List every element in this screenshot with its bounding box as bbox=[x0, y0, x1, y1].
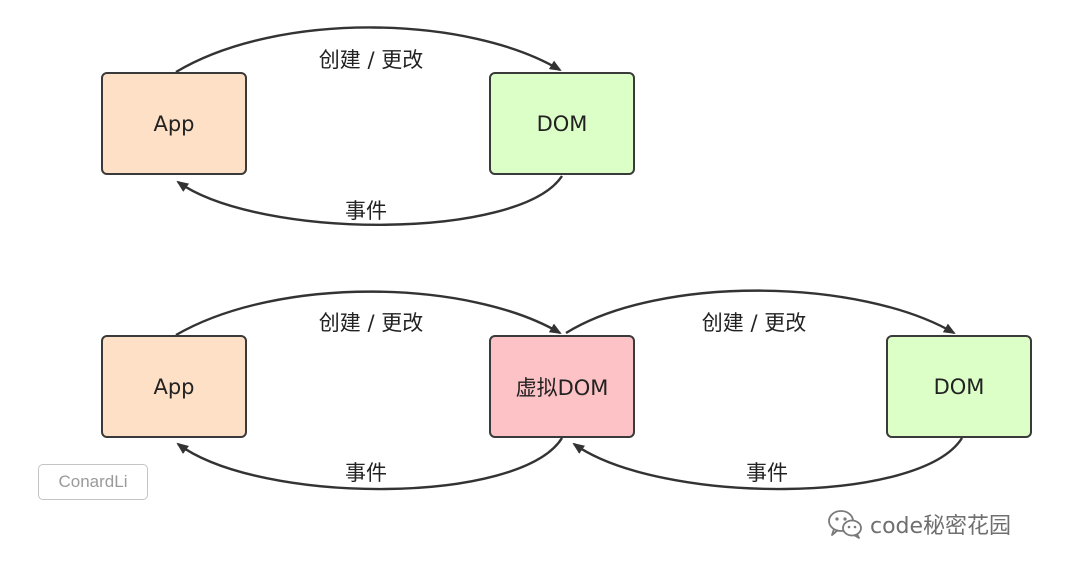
top-event-label: 事件 bbox=[345, 199, 387, 223]
bottom-app-label: App bbox=[153, 374, 195, 399]
bottom-vdom-label: 虚拟DOM bbox=[515, 375, 609, 400]
bottom-event-label-2: 事件 bbox=[746, 461, 788, 485]
bottom-create-label-1: 创建 / 更改 bbox=[318, 311, 424, 335]
author-watermark-text: ConardLi bbox=[58, 472, 128, 491]
bottom-create-label-2: 创建 / 更改 bbox=[701, 311, 807, 335]
wechat-icon bbox=[828, 510, 862, 539]
bottom-create-arrow-2 bbox=[565, 289, 956, 335]
top-app-node: App bbox=[101, 72, 247, 175]
top-create-label: 创建 / 更改 bbox=[318, 48, 424, 72]
top-dom-label: DOM bbox=[536, 111, 588, 136]
bottom-event-arrow-1 bbox=[176, 437, 564, 491]
bottom-vdom-node: 虚拟DOM bbox=[489, 335, 635, 438]
bottom-event-arrow-2 bbox=[572, 437, 964, 491]
top-event-arrow bbox=[176, 175, 564, 226]
author-watermark: ConardLi bbox=[38, 464, 148, 500]
bottom-app-node: App bbox=[101, 335, 247, 438]
wechat-watermark-text: code秘密花园 bbox=[870, 514, 1012, 539]
bottom-dom-label: DOM bbox=[933, 374, 985, 399]
bottom-dom-node: DOM bbox=[886, 335, 1032, 438]
wechat-watermark: code秘密花园 bbox=[826, 506, 1011, 542]
bottom-create-arrow-1 bbox=[175, 290, 562, 337]
top-app-label: App bbox=[153, 111, 195, 136]
bottom-event-label-1: 事件 bbox=[345, 461, 387, 485]
top-dom-node: DOM bbox=[489, 72, 635, 175]
top-create-arrow bbox=[175, 26, 562, 74]
